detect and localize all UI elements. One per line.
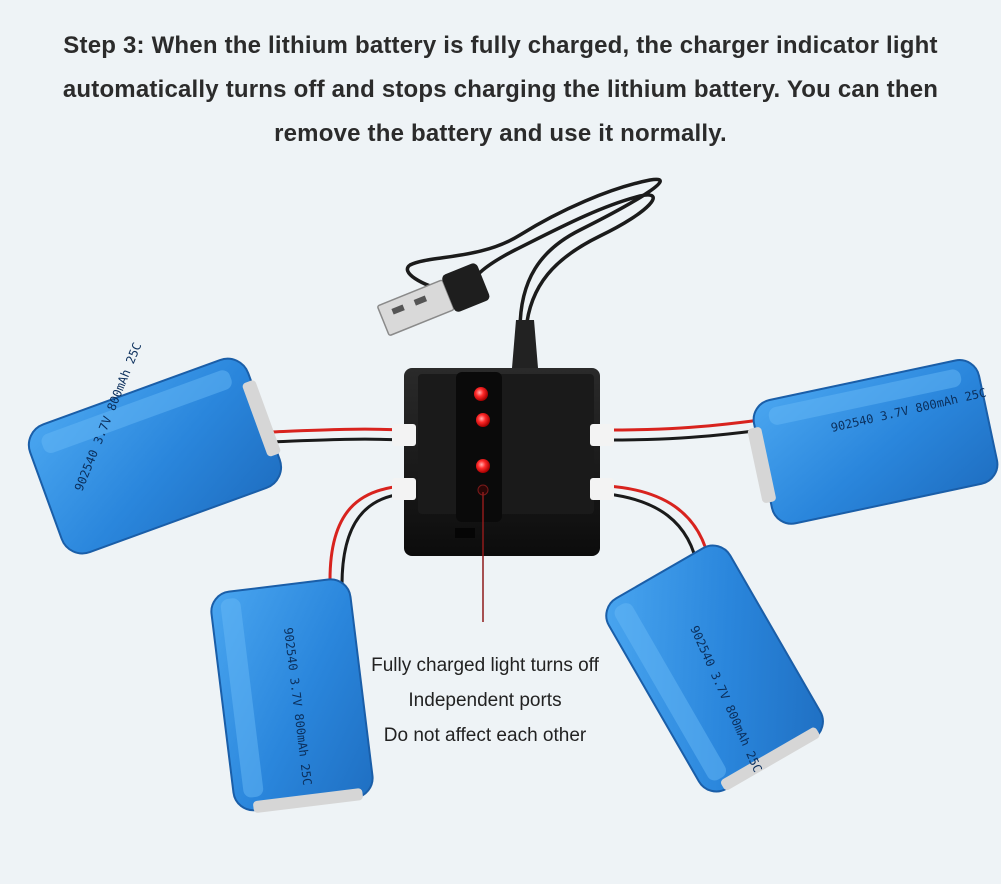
battery-bottom-right (605, 544, 824, 793)
indicator-led-1 (474, 387, 488, 401)
port-bottom-right (590, 478, 614, 500)
instruction-heading: Step 3: When the lithium battery is full… (20, 24, 981, 156)
port-top-left (392, 424, 416, 446)
heading-line-3: remove the battery and use it normally. (274, 120, 727, 147)
battery-top-left (27, 357, 283, 555)
callout-line-3: Do not affect each other (383, 725, 587, 746)
battery-bottom-left (210, 578, 374, 813)
indicator-led-2 (476, 413, 490, 427)
usb-cable (405, 177, 662, 332)
feature-callout: Fully charged light turns off Independen… (340, 648, 630, 753)
port-top-right (590, 424, 614, 446)
charger-hub (392, 368, 614, 556)
battery-top-right (747, 359, 999, 525)
callout-line-2: Independent ports (408, 690, 562, 711)
cable-strain-relief (512, 320, 538, 368)
heading-line-1: Step 3: When the lithium battery is full… (63, 32, 938, 59)
callout-line-1: Fully charged light turns off (371, 655, 599, 676)
indicator-led-3 (476, 459, 490, 473)
heading-line-2: automatically turns off and stops chargi… (62, 76, 939, 103)
port-bottom-left (392, 478, 416, 500)
usb-plug (377, 263, 490, 336)
